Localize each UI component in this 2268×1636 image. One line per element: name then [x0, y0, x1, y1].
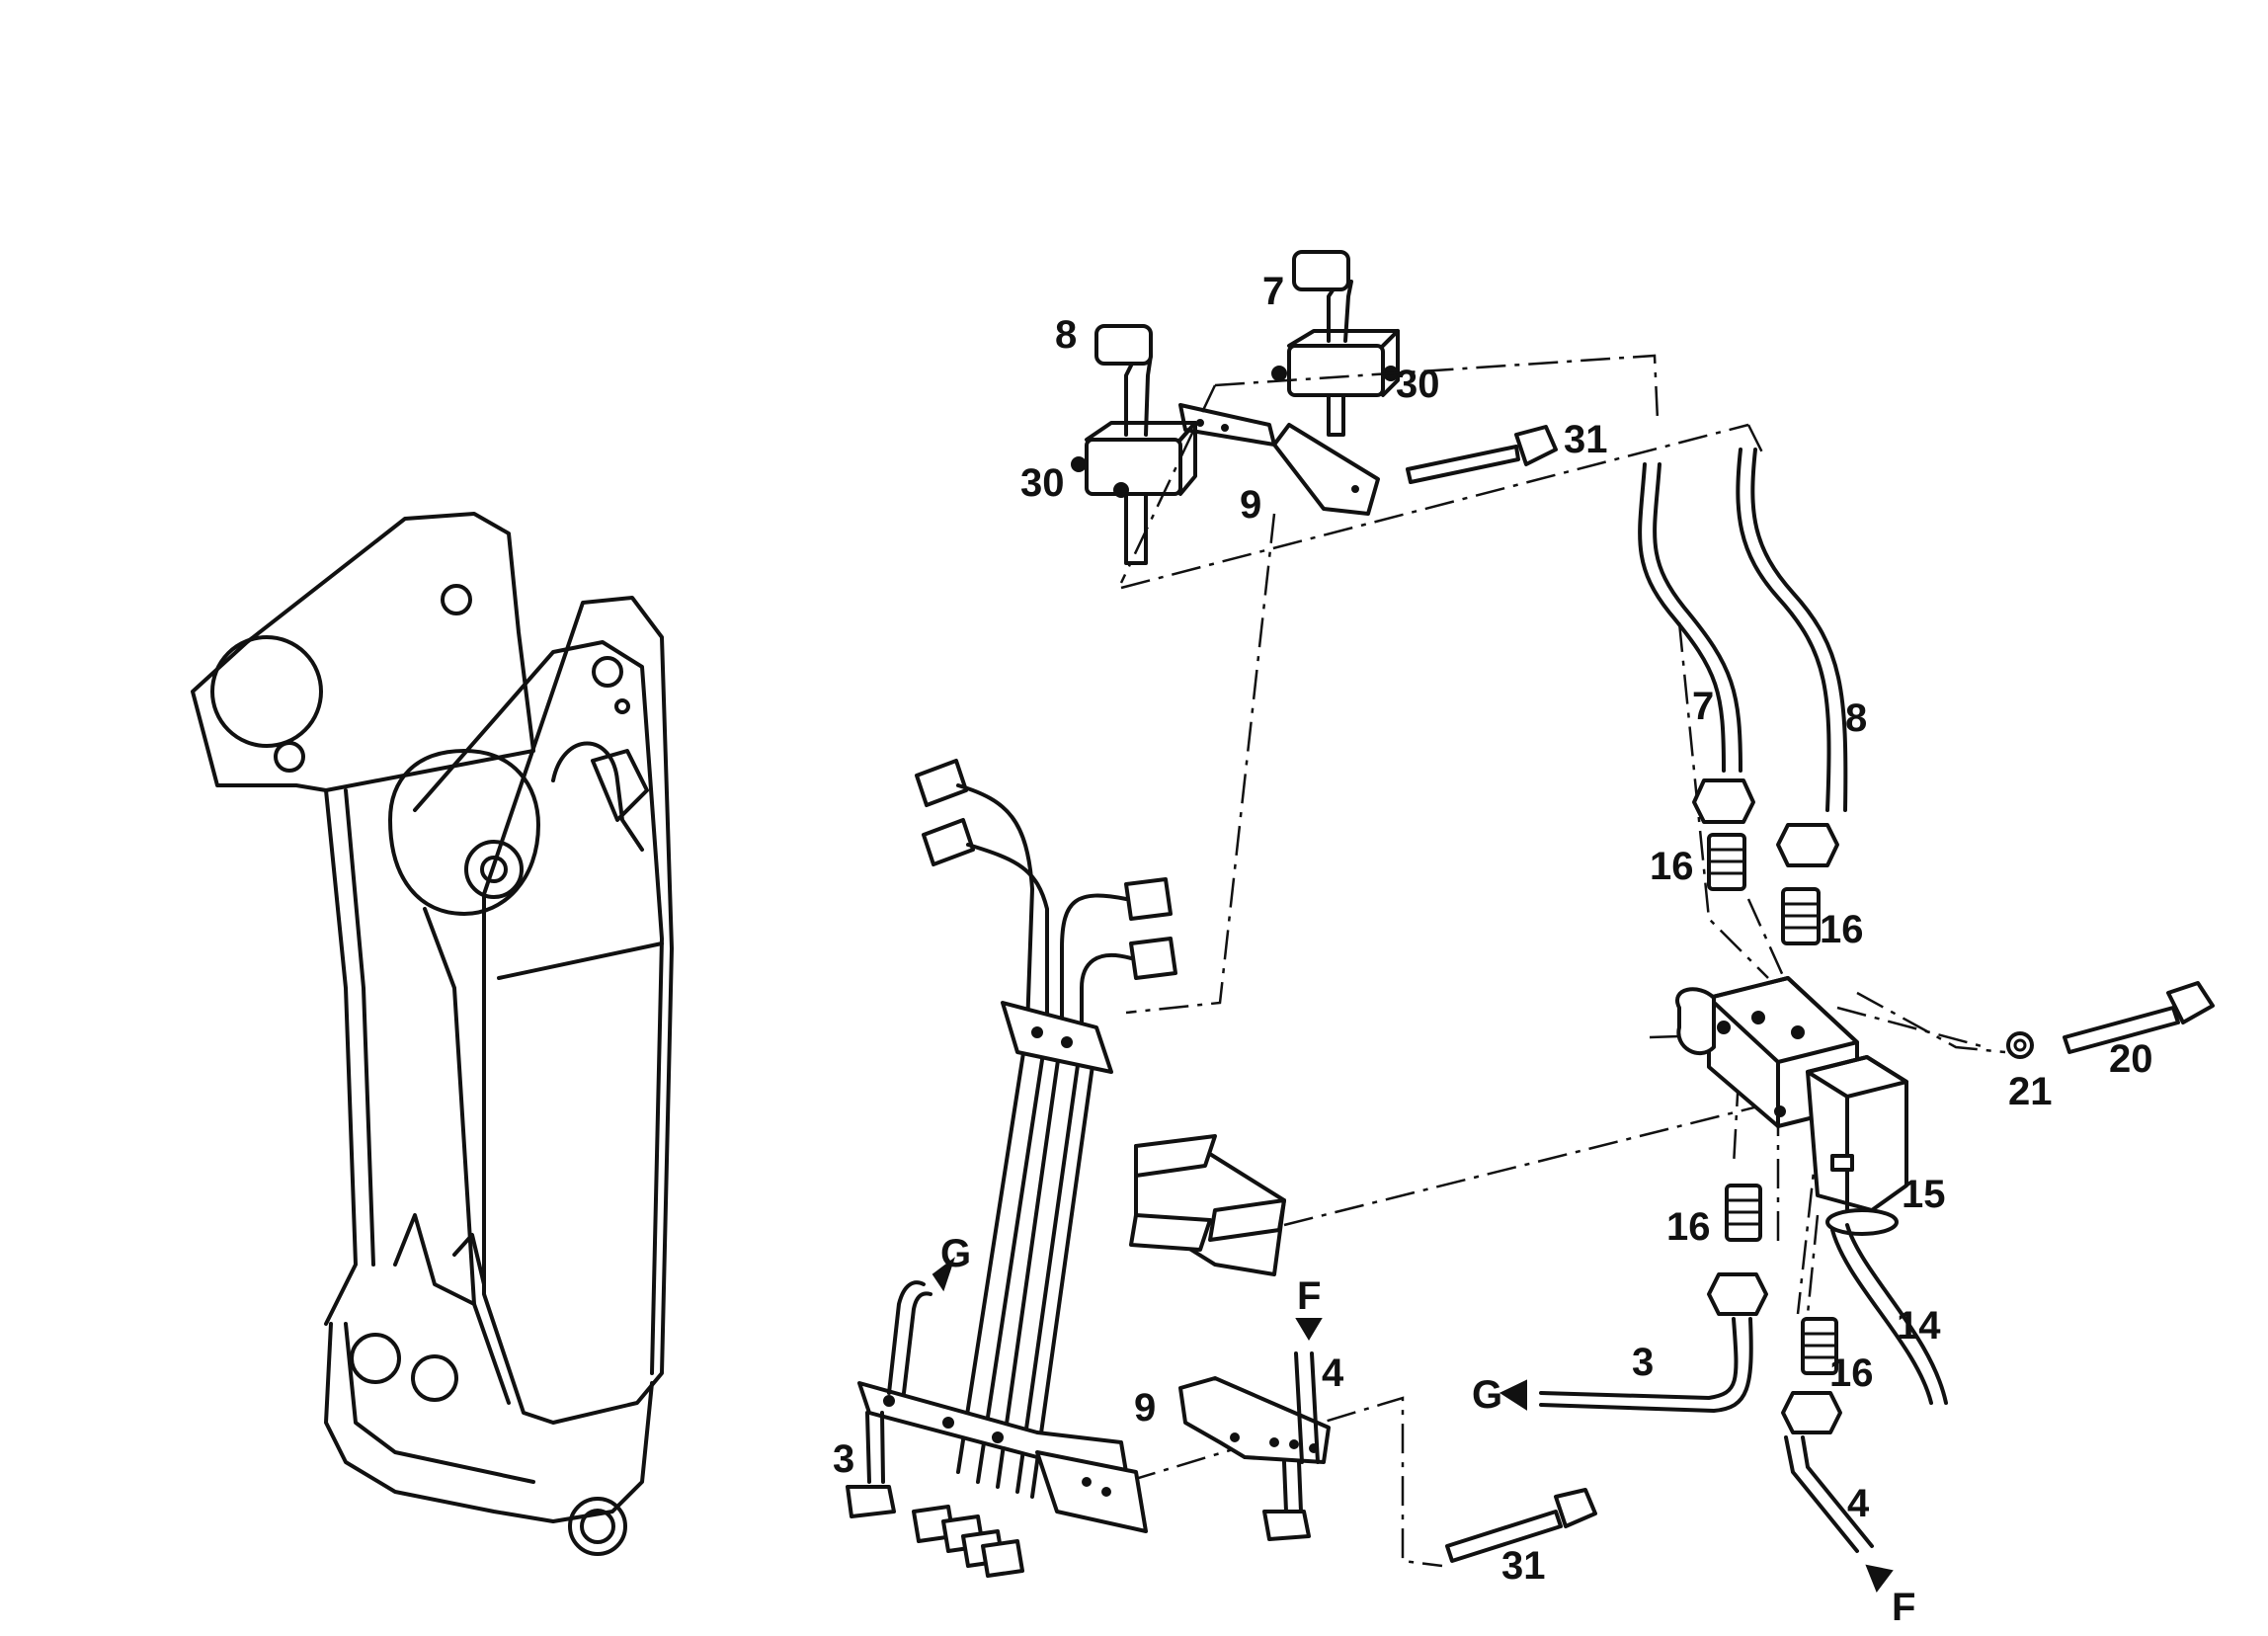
label-4-mid: 4 — [1322, 1351, 1344, 1395]
label-16-c: 16 — [1666, 1205, 1711, 1249]
label-7-pipe: 7 — [1692, 685, 1714, 728]
label-16-a: 16 — [1650, 845, 1694, 888]
pipes-7-8 — [1638, 448, 1848, 945]
label-16-b: 16 — [1820, 908, 1864, 951]
valve-block — [1675, 976, 2215, 1405]
label-31-top: 31 — [1564, 418, 1608, 461]
label-7-top: 7 — [1262, 270, 1284, 313]
leader-lines — [1076, 354, 2006, 1568]
label-8-top: 8 — [1055, 313, 1077, 357]
label-21: 21 — [2008, 1070, 2053, 1113]
label-9-bottom: 9 — [1134, 1386, 1156, 1430]
lower-fittings — [1498, 1184, 1894, 1594]
label-30-right: 30 — [1396, 363, 1440, 406]
label-30-left: 30 — [1020, 461, 1065, 505]
label-14: 14 — [1897, 1304, 1941, 1348]
label-9-top: 9 — [1240, 483, 1261, 527]
pipe-harness — [846, 759, 1286, 1578]
label-4-right: 4 — [1847, 1482, 1870, 1525]
label-3-left: 3 — [833, 1437, 854, 1481]
label-g-left: G — [940, 1232, 971, 1275]
label-31-bottom: 31 — [1501, 1544, 1546, 1588]
callout-labels: 8 7 30 30 31 9 7 8 16 16 16 16 21 20 15 … — [833, 270, 2153, 1629]
label-20: 20 — [2109, 1037, 2153, 1081]
label-3-right: 3 — [1632, 1341, 1654, 1384]
switch-assembly-top — [1071, 250, 1558, 565]
label-8-pipe: 8 — [1845, 696, 1867, 740]
label-16-d: 16 — [1829, 1351, 1874, 1395]
boom-arm — [191, 512, 674, 1556]
label-f-mid: F — [1297, 1274, 1321, 1318]
lower-bracket-9 — [1178, 1318, 1597, 1563]
label-g-right: G — [1472, 1373, 1502, 1417]
label-f-right: F — [1892, 1586, 1915, 1629]
label-15: 15 — [1902, 1173, 1946, 1216]
